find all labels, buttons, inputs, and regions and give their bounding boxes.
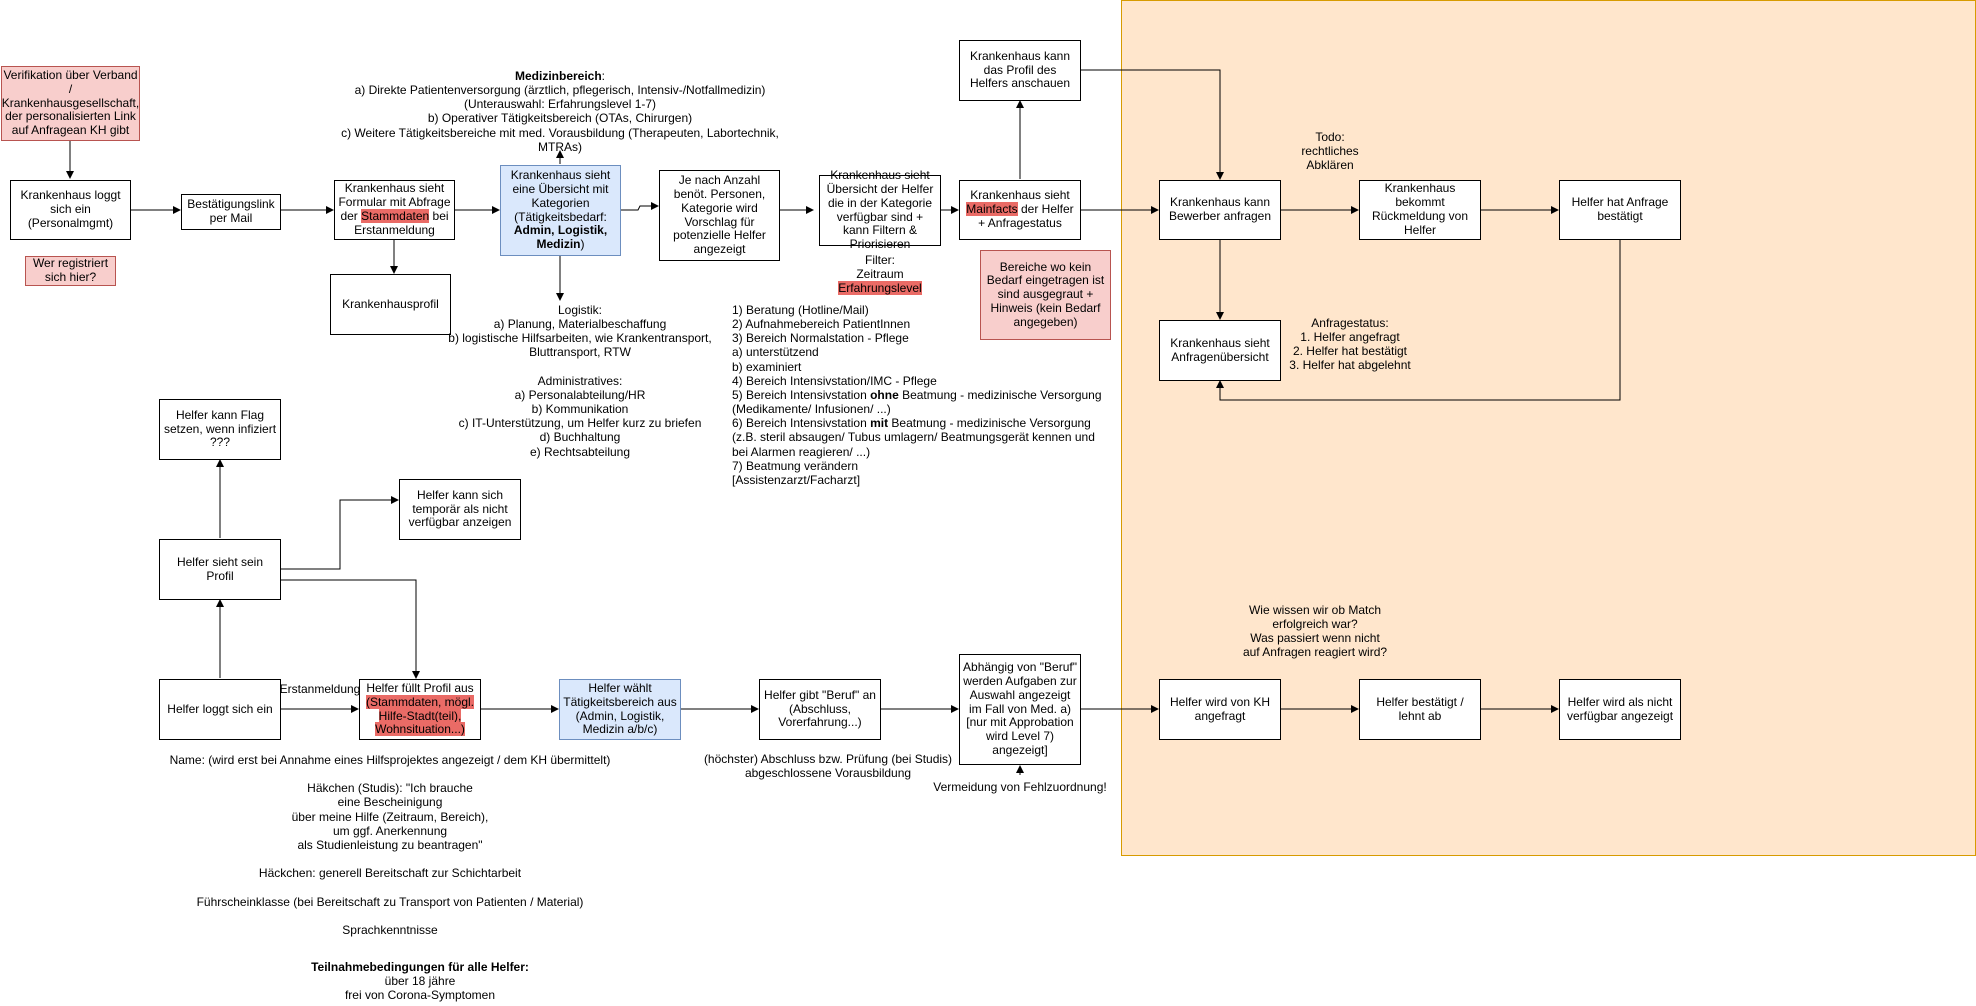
helfer-profil-ausfuellen-node[interactable]: Helfer füllt Profil aus (Stammdaten, mög… (359, 679, 481, 740)
erfahrungslevel-list: 1) Beratung (Hotline/Mail) 2) Aufnahmebe… (732, 303, 1102, 487)
taetigkeitsbereich-node[interactable]: Helfer wählt Tätigkeitsbereich aus (Admi… (559, 679, 681, 740)
helfer-flag-node[interactable]: Helfer kann Flag setzen, wenn infiziert … (159, 399, 281, 460)
filter-label: Filter: Zeitraum Erfahrungslevel (838, 253, 922, 296)
helfer-temporaer-node[interactable]: Helfer kann sich temporär als nicht verf… (399, 479, 521, 540)
helfer-profil-node[interactable]: Helfer sieht sein Profil (159, 539, 281, 600)
taetigkeitsbereich-text: Helfer wählt Tätigkeitsbereich aus (Admi… (563, 680, 677, 737)
edge-profil-to-bewerber (1081, 69, 1224, 180)
krankenhausprofil-text: Krankenhausprofil (342, 296, 439, 311)
anfrage-bestaetigt-node[interactable]: Helfer hat Anfrage bestätigt (1559, 180, 1681, 240)
edge-uebersicht-to-vorschlag (621, 202, 659, 211)
anfragestatus-label: Anfragestatus: 1. Helfer angefragt 2. He… (1289, 316, 1411, 373)
aufgaben-auswahl-text: Abhängig von "Beruf" werden Aufgaben zur… (963, 660, 1077, 757)
erfahrungslevel-highlight: Erfahrungslevel (838, 281, 922, 296)
edge-profil-to-fuellt (281, 579, 420, 679)
abschluss-label: (höchster) Abschluss bzw. Prüfung (bei S… (703, 752, 953, 781)
formular-text: Krankenhaus sieht Formular mit Abfrage d… (338, 181, 451, 237)
nicht-verfuegbar-text: Helfer wird als nicht verfügbar angezeig… (1566, 694, 1674, 723)
helfer-login-text: Helfer loggt sich ein (167, 701, 273, 716)
helfer-uebersicht-node[interactable]: Krankenhaus sieht Übersicht der Helfer d… (819, 168, 941, 251)
anfrage-bestaetigt-text: Helfer hat Anfrage bestätigt (1571, 195, 1669, 223)
bestaetigungslink-text: Bestätigungslink per Mail (187, 197, 275, 225)
anfragenuebersicht-text: Krankenhaus sieht Anfragenübersicht (1170, 335, 1270, 364)
vorschlag-node[interactable]: Je nach Anzahl benöt. Personen, Kategori… (659, 170, 780, 261)
stammdaten-highlight: Stammdaten (361, 209, 430, 223)
nicht-verfuegbar-node[interactable]: Helfer wird als nicht verfügbar angezeig… (1559, 679, 1681, 740)
todo-label: Todo: rechtliches Abklären (1301, 130, 1359, 173)
wer-registriert-text: Wer registriert sich hier? (32, 256, 109, 284)
mainfacts-node[interactable]: Krankenhaus sieht Mainfacts der Helfer +… (959, 180, 1081, 240)
kategorien-uebersicht-text: Krankenhaus sieht eine Übersicht mit Kat… (510, 168, 611, 252)
helfer-temporaer-text: Helfer kann sich temporär als nicht verf… (408, 487, 512, 530)
krankenhaus-login-text: Krankenhaus loggt sich ein (Personalmgmt… (20, 188, 121, 230)
mainfacts-highlight: Mainfacts (966, 202, 1018, 217)
helfer-profil-info-label: Name: (wird erst bei Annahme eines Hilfs… (169, 753, 611, 937)
kein-bedarf-node[interactable]: Bereiche wo kein Bedarf eingetragen ist … (980, 250, 1111, 340)
bewerber-anfragen-text: Krankenhaus kann Bewerber anfragen (1168, 195, 1272, 223)
rueckmeldung-text: Krankenhaus bekommt Rückmeldung von Helf… (1371, 181, 1469, 237)
formular-node[interactable]: Krankenhaus sieht Formular mit Abfrage d… (334, 180, 455, 240)
helfer-profil-ansehen-node[interactable]: Krankenhaus kann das Profil des Helfers … (959, 40, 1081, 101)
beruf-node[interactable]: Helfer gibt "Beruf" an (Abschluss, Vorer… (759, 679, 881, 740)
teilnahmebedingungen-label: Teilnahmebedingungen für alle Helfer: üb… (311, 960, 529, 1003)
anfragenuebersicht-node[interactable]: Krankenhaus sieht Anfragenübersicht (1159, 320, 1281, 381)
helfer-uebersicht-text: Krankenhaus sieht Übersicht der Helfer d… (826, 168, 934, 252)
helfer-angefragt-node[interactable]: Helfer wird von KH angefragt (1159, 679, 1281, 740)
wer-registriert-node[interactable]: Wer registriert sich hier? (25, 256, 116, 286)
bestaetigungslink-node[interactable]: Bestätigungslink per Mail (181, 194, 281, 230)
helfer-profil-text: Helfer sieht sein Profil (176, 554, 264, 583)
fehlzuordnung-label: Vermeidung von Fehlzuordnung! (933, 780, 1107, 794)
aufgaben-auswahl-node[interactable]: Abhängig von "Beruf" werden Aufgaben zur… (959, 654, 1081, 765)
match-frage-label: Wie wissen wir ob Match erfolgreich war?… (1242, 603, 1388, 660)
krankenhausprofil-node[interactable]: Krankenhausprofil (330, 274, 451, 335)
helfer-login-node[interactable]: Helfer loggt sich ein (159, 679, 281, 740)
verifikation-text: Verifikation über Verband / Krankenhausg… (1, 68, 140, 138)
bewerber-anfragen-node[interactable]: Krankenhaus kann Bewerber anfragen (1159, 180, 1281, 240)
helfer-angefragt-text: Helfer wird von KH angefragt (1169, 694, 1271, 723)
rueckmeldung-node[interactable]: Krankenhaus bekommt Rückmeldung von Helf… (1359, 180, 1481, 240)
erstanmeldung-label: Erstanmeldung (279, 682, 361, 696)
logistik-admin-label: Logistik: a) Planung, Materialbeschaffun… (448, 303, 712, 459)
bestaetigt-lehnt-node[interactable]: Helfer bestätigt / lehnt ab (1359, 679, 1481, 740)
krankenhaus-login-node[interactable]: Krankenhaus loggt sich ein (Personalmgmt… (10, 180, 131, 240)
vorschlag-text: Je nach Anzahl benöt. Personen, Kategori… (673, 173, 766, 257)
kategorien-uebersicht-node[interactable]: Krankenhaus sieht eine Übersicht mit Kat… (500, 165, 621, 256)
edge-profil-to-temporaer (281, 496, 399, 570)
edge-bestaetigt-to-anfragen (1216, 240, 1621, 401)
stammdaten-profil-highlight: (Stammdaten, mögl. Hilfe-Stadt(teil), Wo… (365, 694, 475, 737)
helfer-profil-ansehen-text: Krankenhaus kann das Profil des Helfers … (969, 48, 1071, 91)
medizinbereich-label: Medizinbereich: a) Direkte Patientenvers… (341, 69, 779, 154)
mainfacts-text: Krankenhaus sieht Mainfacts der Helfer +… (966, 188, 1074, 230)
bestaetigt-lehnt-text: Helfer bestätigt / lehnt ab (1376, 694, 1464, 723)
beruf-text: Helfer gibt "Beruf" an (Abschluss, Vorer… (764, 687, 876, 730)
helfer-flag-text: Helfer kann Flag setzen, wenn infiziert … (163, 407, 277, 450)
helfer-profil-ausfuellen-text: Helfer füllt Profil aus (Stammdaten, mög… (365, 680, 475, 737)
kein-bedarf-text: Bereiche wo kein Bedarf eingetragen ist … (986, 259, 1105, 329)
verifikation-node[interactable]: Verifikation über Verband / Krankenhausg… (1, 66, 140, 141)
